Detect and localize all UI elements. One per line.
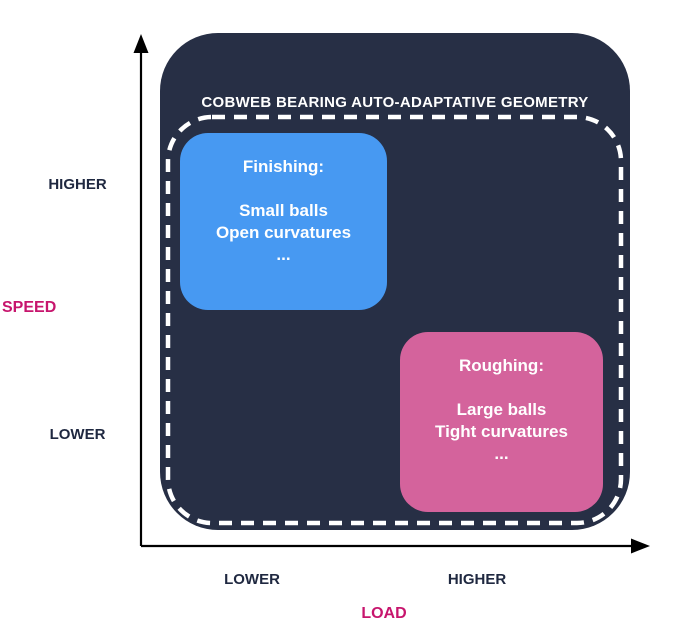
dashed-envelope-border: [165, 114, 624, 526]
x-axis-higher-label: HIGHER: [447, 571, 507, 588]
roughing-line: Large balls: [456, 400, 547, 419]
panel-title: COBWEB BEARING AUTO-ADAPTATIVE GEOMETRY: [201, 94, 589, 111]
finishing-region-box: Finishing: Small balls Open curvatures .…: [180, 133, 387, 310]
finishing-line: Open curvatures: [215, 223, 352, 242]
roughing-region-box: Roughing: Large balls Tight curvatures .…: [400, 332, 603, 512]
roughing-heading: Roughing:: [459, 356, 544, 375]
x-axis-arrowhead-icon: [631, 538, 650, 554]
y-axis-lower-label: LOWER: [49, 426, 106, 443]
finishing-ellipsis: ...: [276, 245, 291, 264]
roughing-line: Tight curvatures: [435, 422, 568, 441]
y-axis-title: SPEED: [2, 299, 57, 316]
finishing-line: Small balls: [239, 201, 328, 220]
y-axis-higher-label: HIGHER: [48, 176, 107, 193]
finishing-heading: Finishing:: [242, 157, 325, 176]
roughing-ellipsis: ...: [494, 444, 509, 463]
x-axis-lower-label: LOWER: [224, 571, 280, 588]
y-axis-arrowhead-icon: [133, 34, 149, 53]
x-axis-title: LOAD: [361, 605, 407, 622]
